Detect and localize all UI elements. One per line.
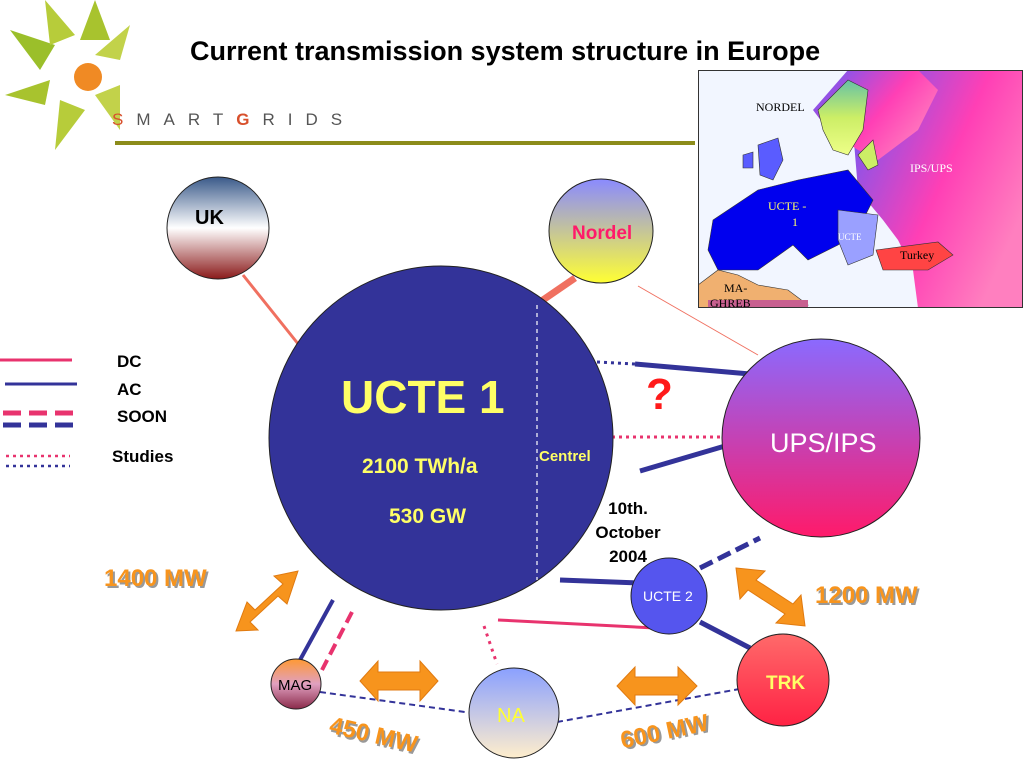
link-na-trk [556, 687, 746, 723]
smartgrids-logo [5, 0, 130, 150]
node-ucte1-label: UCTE 1 [341, 371, 505, 423]
map-label-turkey: Turkey [900, 248, 934, 262]
link-ucte1-na-study [482, 625, 499, 665]
legend-ac-label: AC [117, 380, 142, 399]
date-note: 10th. October 2004 [580, 497, 676, 569]
map-label-ips-ups: IPS/UPS [910, 161, 953, 175]
header-rule [115, 141, 695, 145]
arrow-600mw [616, 665, 698, 707]
map-label-ucte1: UCTE - [768, 199, 806, 213]
node-ucte2-label: UCTE 2 [643, 588, 693, 604]
link-uk-ucte1 [241, 274, 305, 351]
date-note-line-1: 10th. [608, 499, 648, 518]
node-mag-label: MAG [278, 677, 313, 694]
map-label-nordel: NORDEL [756, 100, 805, 114]
node-na-label: NA [497, 705, 525, 727]
arrow-450mw [359, 659, 439, 703]
flow-1200mw-label: 1200 MW [815, 582, 918, 609]
date-note-line-2: October [595, 523, 661, 542]
legend-studies-label: Studies [112, 447, 174, 466]
arrow-1200mw [735, 567, 806, 627]
legend-soon-label: SOON [117, 407, 168, 426]
node-centrel-label: Centrel [539, 448, 591, 465]
flow-450mw-label: 450 MW [326, 712, 421, 759]
link-mag-na [319, 691, 473, 714]
legend-dc-label: DC [117, 352, 142, 371]
link-ucte2-trk [698, 619, 752, 651]
question-mark: ? [646, 370, 673, 419]
map-label-ucte2: UCTE [838, 232, 862, 242]
ucte1-energy: 2100 TWh/a [362, 455, 478, 478]
map-label-maghreb-2: GHREB [710, 296, 751, 308]
map-label-maghreb: MA- [724, 281, 747, 295]
ucte1-power: 530 GW [389, 505, 467, 528]
page-title: Current transmission system structure in… [190, 36, 821, 66]
link-centrel-ups [639, 443, 726, 474]
node-nordel-label: Nordel [572, 223, 633, 244]
node-ups-ips-label: UPS/IPS [770, 428, 877, 458]
node-trk-label: TRK [766, 673, 806, 694]
link-nordel-ucte1 [538, 275, 577, 305]
flow-1400mw-label: 1400 MW [104, 565, 207, 592]
arrow-1400mw [235, 570, 299, 632]
link-ucte1-ucte2 [559, 577, 641, 586]
europe-map: NORDEL IPS/UPS UCTE - 1 UCTE Turkey MA- … [698, 70, 1023, 308]
node-ucte1 [268, 265, 614, 611]
link-ucte1-ups-study [596, 360, 636, 366]
node-uk-label: UK [195, 207, 224, 229]
link-ucte1-mag-soon [320, 611, 354, 671]
flow-600mw-label: 600 MW [618, 709, 712, 755]
link-ucte1-trk-dc [497, 618, 656, 630]
date-note-line-3: 2004 [609, 547, 647, 566]
map-label-ucte1-number: 1 [792, 215, 798, 229]
smartgrids-wordmark: SMARTGRIDS [112, 110, 356, 129]
link-ucte1-mag-ac [298, 599, 335, 661]
link-ucte2-ups [698, 535, 762, 571]
